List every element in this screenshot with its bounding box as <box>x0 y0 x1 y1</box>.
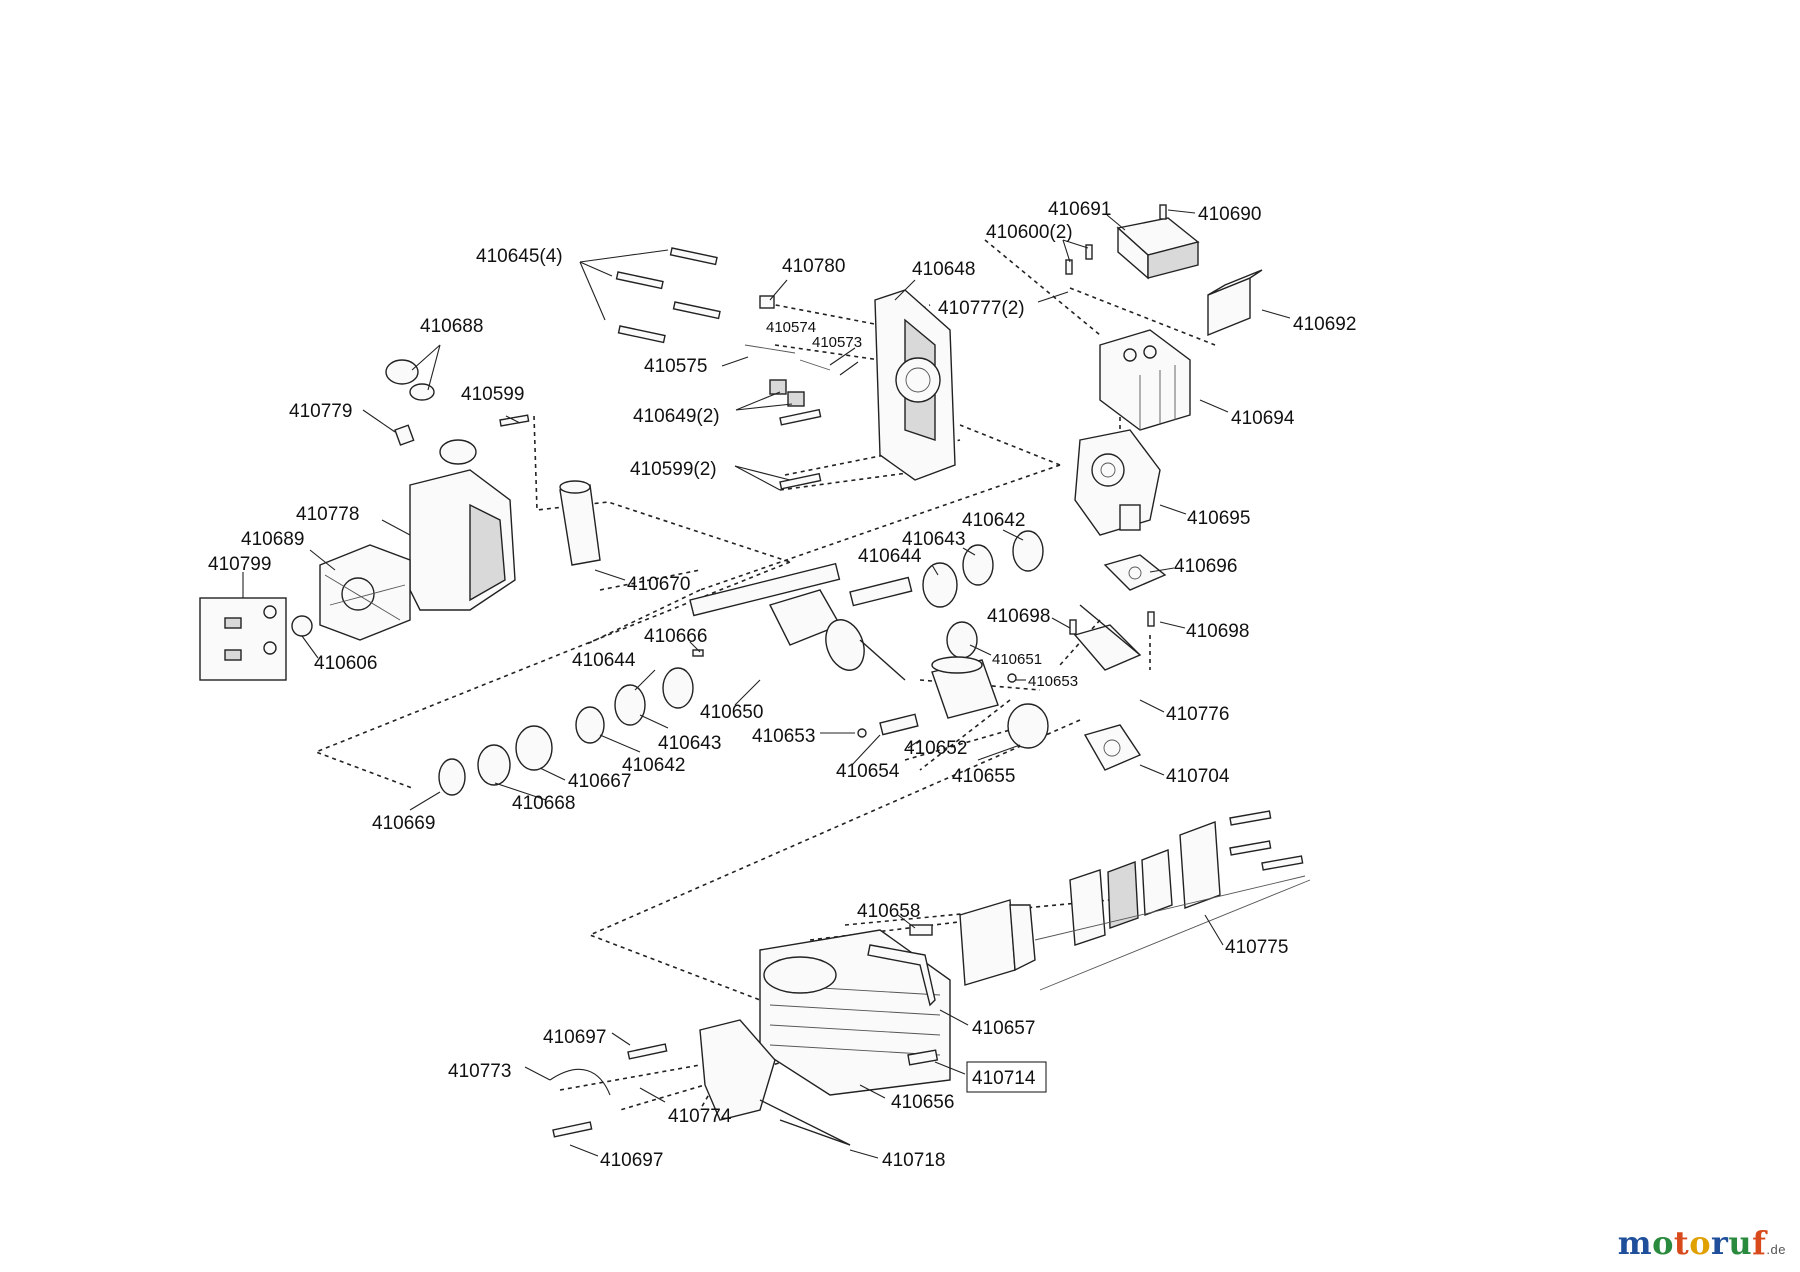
label-410697-lower: 410697 <box>600 1150 663 1171</box>
label-410688: 410688 <box>420 316 483 337</box>
watermark-letter: m <box>1617 1224 1653 1262</box>
watermark-brand: motoruf <box>1618 1224 1767 1262</box>
leader-lines <box>242 209 1291 1159</box>
bolt-set-410645 <box>615 247 721 344</box>
watermark-letter: o <box>1652 1224 1674 1262</box>
label-410654: 410654 <box>836 761 900 782</box>
label-410704: 410704 <box>1166 766 1230 787</box>
label-410645: 410645(4) <box>476 246 563 267</box>
watermark-letter: f <box>1752 1224 1767 1262</box>
label-410606: 410606 <box>314 653 377 674</box>
label-410573: 410573 <box>812 334 862 351</box>
label-410669: 410669 <box>372 813 435 834</box>
motoruf-watermark: motoruf.de <box>1618 1224 1786 1262</box>
label-410776: 410776 <box>1166 704 1229 725</box>
label-410644-upper: 410644 <box>858 546 922 567</box>
label-410643-lower: 410643 <box>658 733 721 754</box>
label-410653-left: 410653 <box>752 726 815 747</box>
label-410775: 410775 <box>1225 937 1288 958</box>
label-410666: 410666 <box>644 626 707 647</box>
label-410690: 410690 <box>1198 204 1261 225</box>
cylinder-410656 <box>759 929 951 1096</box>
label-410692: 410692 <box>1293 314 1356 335</box>
watermark-letter: o <box>1689 1224 1712 1262</box>
label-410651: 410651 <box>992 651 1042 668</box>
watermark-letter: r <box>1711 1224 1729 1262</box>
label-410694: 410694 <box>1231 408 1295 429</box>
label-410650: 410650 <box>700 702 763 723</box>
label-410779: 410779 <box>289 401 352 422</box>
watermark-letter: u <box>1728 1224 1753 1262</box>
label-410778: 410778 <box>296 504 359 525</box>
muffler-assembly-410775 <box>959 810 1304 986</box>
label-410643-upper: 410643 <box>902 529 965 550</box>
label-410697-upper: 410697 <box>543 1027 606 1048</box>
label-410691: 410691 <box>1048 199 1111 220</box>
label-410574: 410574 <box>766 319 816 336</box>
label-410652: 410652 <box>904 738 967 759</box>
watermark-letter: t <box>1673 1224 1690 1262</box>
label-410656: 410656 <box>891 1092 954 1113</box>
label-410698-left: 410698 <box>987 606 1050 627</box>
watermark-suffix: .de <box>1766 1242 1786 1257</box>
label-410600: 410600(2) <box>986 222 1073 243</box>
label-410658: 410658 <box>857 901 920 922</box>
label-410695: 410695 <box>1187 508 1250 529</box>
assembly-guide-lines <box>313 239 1216 1111</box>
part-labels: 410645(4) 410780 410648 410691 410690 41… <box>208 199 1356 1171</box>
label-410670: 410670 <box>627 574 690 595</box>
label-410714: 410714 <box>972 1068 1036 1089</box>
label-410780: 410780 <box>782 256 845 277</box>
label-410642-lower: 410642 <box>622 755 685 776</box>
label-410599-2: 410599(2) <box>630 459 717 480</box>
label-410667: 410667 <box>568 771 631 792</box>
label-410773: 410773 <box>448 1061 511 1082</box>
label-410668: 410668 <box>512 793 575 814</box>
label-410799: 410799 <box>208 554 271 575</box>
label-410649: 410649(2) <box>633 406 720 427</box>
label-410648: 410648 <box>912 259 975 280</box>
label-box-410714 <box>966 1061 1047 1093</box>
label-410644-lower: 410644 <box>572 650 636 671</box>
label-410599: 410599 <box>461 384 524 405</box>
label-410696: 410696 <box>1174 556 1237 577</box>
label-410774: 410774 <box>668 1106 732 1127</box>
label-410689: 410689 <box>241 529 304 550</box>
label-410575: 410575 <box>644 356 707 377</box>
label-410718: 410718 <box>882 1150 945 1171</box>
crankshaft-410650 <box>689 562 913 681</box>
label-410653-right: 410653 <box>1028 673 1078 690</box>
label-410777: 410777(2) <box>938 298 1025 319</box>
label-410655: 410655 <box>952 766 1015 787</box>
part-drawings <box>199 204 1311 1146</box>
label-410698-right: 410698 <box>1186 621 1249 642</box>
label-410642-upper: 410642 <box>962 510 1025 531</box>
flywheel-410689 <box>319 544 411 641</box>
label-410657: 410657 <box>972 1018 1035 1039</box>
